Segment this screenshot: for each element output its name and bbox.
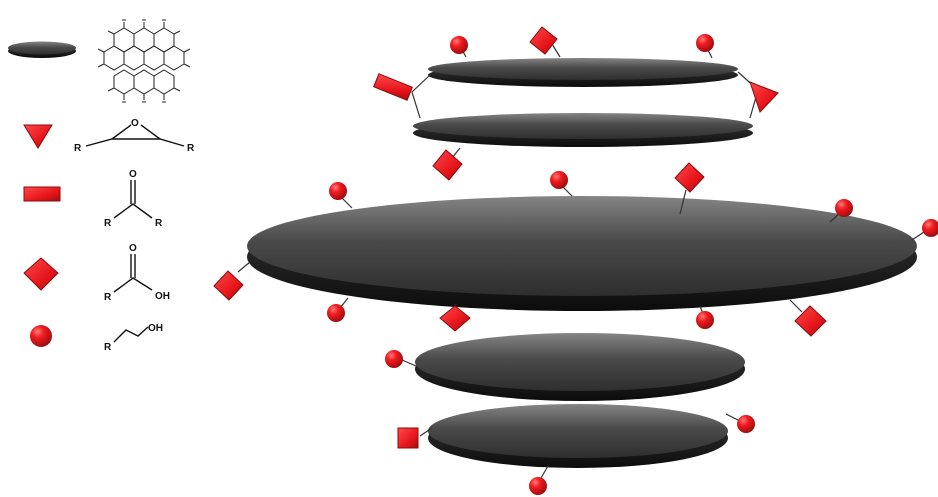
hydroxyl-group	[450, 36, 468, 57]
legend-carbonyl-row: O R R	[24, 169, 163, 229]
hydroxyl-group	[550, 171, 572, 196]
sphere-icon	[30, 325, 52, 347]
carbonyl-group-bridge	[374, 74, 430, 118]
graphene-sheet-lower	[415, 333, 745, 401]
triangle-icon	[24, 125, 52, 148]
carbonyl-o-label: O	[129, 169, 137, 180]
carbonyl-r1-label: R	[104, 218, 112, 229]
graphene-sheet-top	[428, 58, 738, 87]
hydroxyl-group	[327, 298, 348, 322]
legend-carboxyl-row: O R OH	[24, 243, 170, 303]
carboxyl-o-label: O	[129, 243, 137, 254]
carbonyl-structure: O R R	[104, 169, 163, 229]
legend-epoxide-row: O R R	[24, 118, 195, 154]
graphene-sheet-second	[413, 113, 753, 147]
legend-hydroxyl-row: R OH	[30, 323, 163, 353]
carboxyl-group	[440, 304, 470, 331]
hydroxyl-group	[696, 34, 714, 58]
carboxyl-group	[214, 262, 250, 300]
carbonyl-r2-label: R	[155, 218, 163, 229]
carboxyl-oh-label: OH	[155, 291, 170, 302]
carboxyl-r-label: R	[104, 292, 112, 303]
epoxide-r2-label: R	[187, 143, 195, 154]
legend-graphene-row	[8, 20, 190, 102]
hydroxyl-group	[696, 306, 714, 329]
hydroxyl-group	[912, 219, 938, 240]
epoxide-o-label: O	[131, 118, 139, 129]
graphene-sheet-bottom	[428, 404, 728, 468]
diamond-icon	[24, 258, 58, 290]
carboxyl-group	[433, 148, 462, 180]
epoxide-group-bridge	[738, 72, 778, 118]
hydroxyl-group	[385, 350, 416, 368]
hydroxyl-r-label: R	[104, 342, 112, 353]
hexagon-lattice-structure	[98, 20, 190, 102]
hydroxyl-group	[529, 466, 548, 495]
epoxide-r1-label: R	[74, 143, 82, 154]
carboxyl-structure: O R OH	[104, 243, 170, 303]
disc-icon	[8, 42, 76, 59]
rectangle-icon	[24, 187, 60, 201]
epoxide-structure: O R R	[74, 118, 195, 154]
carboxyl-group	[530, 27, 560, 57]
legend: O R R O R R	[8, 20, 195, 353]
carboxyl-group	[790, 300, 826, 336]
carboxyl-group	[398, 428, 432, 448]
graphene-sheet-large	[247, 196, 917, 311]
hydroxyl-group	[329, 182, 352, 208]
graphene-oxide-stack	[214, 27, 938, 495]
hydroxyl-group	[726, 414, 755, 433]
hydroxyl-structure: R OH	[104, 323, 163, 353]
hydroxyl-oh-label: OH	[148, 323, 163, 334]
